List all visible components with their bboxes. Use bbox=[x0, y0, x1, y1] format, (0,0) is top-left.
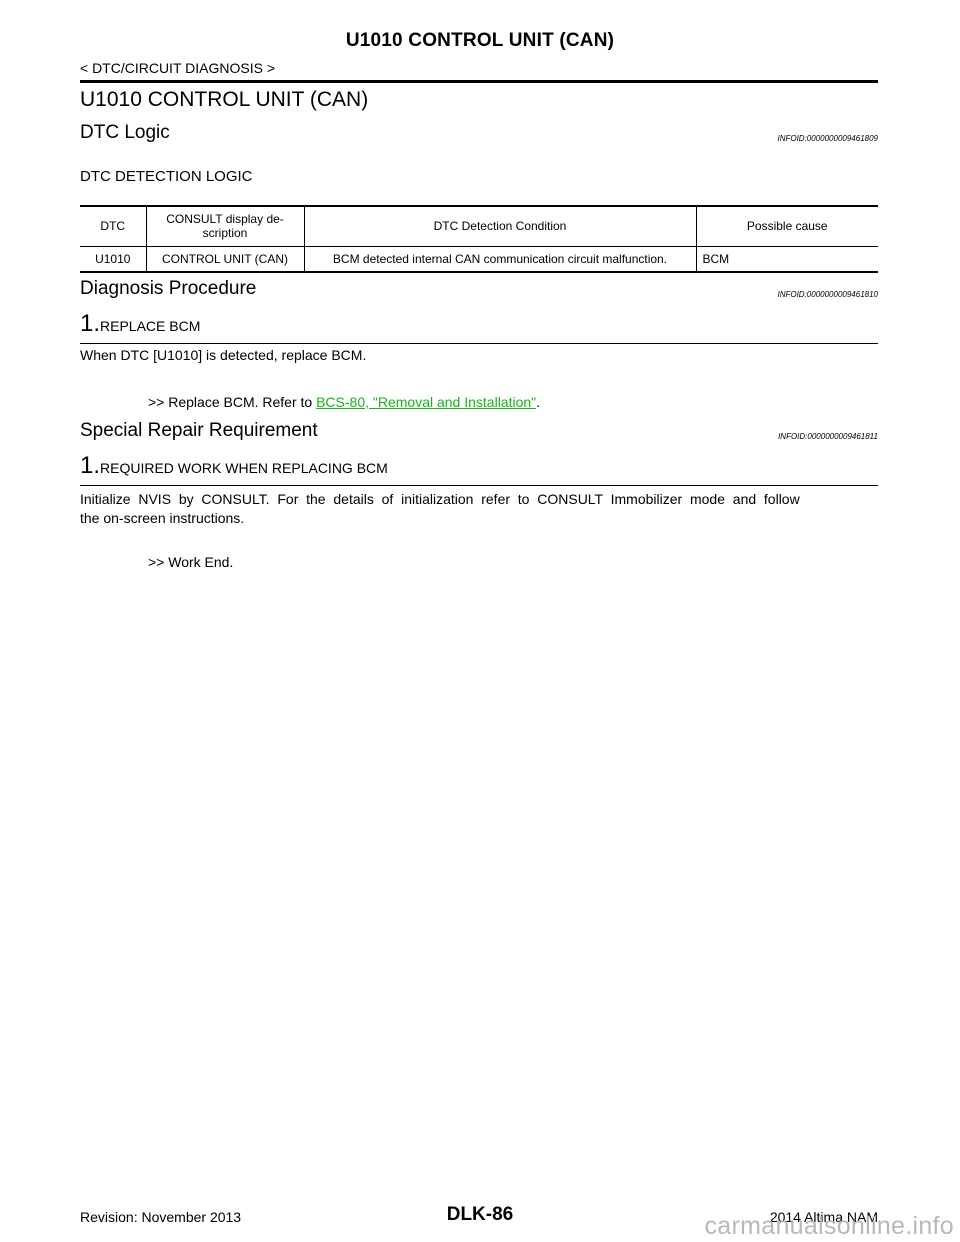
footer-revision: Revision: November 2013 bbox=[80, 1209, 242, 1225]
footer-page-number: DLK-86 bbox=[446, 1204, 514, 1225]
special-repair-step: 1.REQUIRED WORK WHEN REPLACING BCM bbox=[80, 452, 388, 480]
dtc-detection-logic-subheading: DTC DETECTION LOGIC bbox=[80, 168, 253, 185]
step-divider bbox=[80, 343, 878, 344]
page-header-title: U1010 CONTROL UNIT (CAN) bbox=[345, 30, 615, 51]
special-repair-infoid: INFOID:0000000009461811 bbox=[778, 432, 878, 441]
special-repair-result: >> Work End. bbox=[148, 554, 234, 570]
diagnosis-procedure-heading: Diagnosis Procedure bbox=[80, 278, 257, 299]
bcs-80-removal-link[interactable]: BCS-80, "Removal and Installation" bbox=[316, 394, 537, 410]
diagnosis-procedure-infoid: INFOID:0000000009461810 bbox=[777, 290, 878, 299]
table-cell-detection-condition: BCM detected internal CAN communication … bbox=[303, 246, 696, 273]
dtc-logic-heading: DTC Logic bbox=[80, 122, 170, 143]
table-header-row: DTC CONSULT display de- scription DTC De… bbox=[80, 205, 878, 247]
result-suffix: . bbox=[536, 394, 541, 410]
breadcrumb: < DTC/CIRCUIT DIAGNOSIS > bbox=[80, 60, 275, 76]
result-prefix: >> Replace BCM. Refer to bbox=[148, 394, 317, 410]
table-cell-dtc: U1010 bbox=[80, 246, 146, 273]
table-header-dtc: DTC bbox=[80, 205, 146, 247]
table-cell-possible-cause: BCM bbox=[695, 246, 878, 273]
table-header-consult-display: CONSULT display de- scription bbox=[145, 205, 304, 247]
special-repair-body-line-2: the on-screen instructions. bbox=[80, 510, 245, 526]
step-divider bbox=[80, 485, 878, 486]
step-number: 1. bbox=[80, 452, 101, 479]
footer-model: 2014 Altima NAM bbox=[769, 1209, 878, 1225]
header-divider bbox=[80, 80, 878, 83]
diagnosis-result: >> Replace BCM. Refer to BCS-80, "Remova… bbox=[148, 394, 540, 410]
special-repair-heading: Special Repair Requirement bbox=[80, 420, 318, 441]
step-title: REQUIRED WORK WHEN REPLACING BCM bbox=[100, 460, 388, 476]
table-cell-consult-display: CONTROL UNIT (CAN) bbox=[145, 246, 304, 273]
dtc-logic-infoid: INFOID:0000000009461809 bbox=[777, 134, 878, 143]
table-header-detection-condition: DTC Detection Condition bbox=[303, 205, 696, 247]
watermark: carmanualsonline.info bbox=[704, 1212, 954, 1240]
special-repair-body-line-1: Initialize NVIS by CONSULT. For the deta… bbox=[80, 491, 800, 507]
table-header-consult-display-text: CONSULT display de- scription bbox=[166, 212, 284, 241]
diagnosis-step-body: When DTC [U1010] is detected, replace BC… bbox=[80, 347, 367, 363]
table-row: U1010 CONTROL UNIT (CAN) BCM detected in… bbox=[80, 246, 878, 273]
section-title: U1010 CONTROL UNIT (CAN) bbox=[80, 88, 369, 111]
table-header-possible-cause: Possible cause bbox=[695, 205, 878, 247]
step-title: REPLACE BCM bbox=[100, 318, 201, 334]
dtc-table: DTC CONSULT display de- scription DTC De… bbox=[80, 205, 878, 273]
diagnosis-step: 1.REPLACE BCM bbox=[80, 310, 200, 338]
step-number: 1. bbox=[80, 310, 101, 337]
